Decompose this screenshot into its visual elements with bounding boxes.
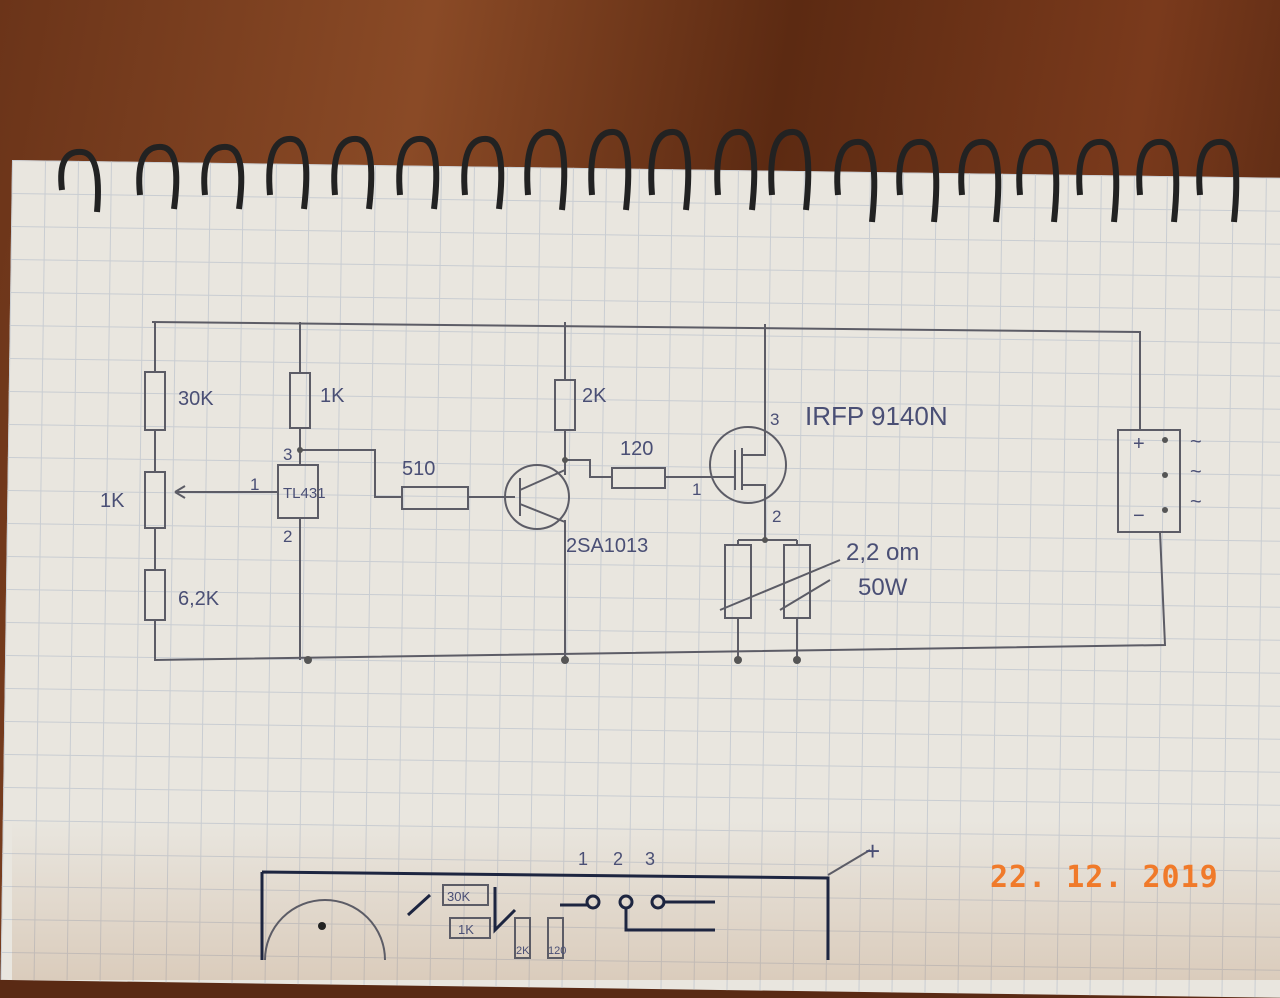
resistor-1k [289,372,311,429]
label-mosfet-pin1: 1 [692,480,701,499]
potentiometer-1k [144,471,166,529]
label-1k: 1K [320,385,345,407]
board-r-1k: 1K [458,922,474,937]
load-resistor-1 [724,544,752,619]
label-120: 120 [620,438,653,460]
camera-date-stamp: 22. 12. 2019 [990,860,1219,895]
bridge-ac-2: ~ [1190,461,1202,483]
label-load-ohms: 2,2 om [846,539,919,566]
resistor-510 [401,486,469,510]
board-layout-sketch: 1 2 3 + 30K 1K 2K 120 [260,836,880,960]
resistor-6k2 [144,569,166,621]
label-2k: 2K [582,385,607,407]
board-pin-1: 1 [578,849,588,869]
label-30k: 30K [178,388,214,410]
board-plus: + [865,836,880,866]
label-510: 510 [402,458,435,480]
spiral-binding [58,129,1240,223]
label-load-watts: 50W [858,574,908,601]
label-ic-pin2: 2 [283,527,292,546]
board-r-30k: 30K [447,889,470,904]
label-tl431: TL431 [283,485,326,502]
board-pin-2: 2 [613,849,623,869]
wires [151,321,1167,662]
resistor-120 [611,467,666,489]
resistor-2k [554,379,576,431]
label-6k2: 6,2K [178,588,220,610]
resistor-30k [144,371,166,431]
mosfet-irfp9140n [709,426,787,504]
transistor-2sa1013 [504,464,570,530]
board-r-120: 120 [548,945,566,957]
label-mosfet-pin3: 3 [770,410,779,429]
label-ic-pin3: 3 [283,445,292,464]
bridge-ac-1: ~ [1190,431,1202,453]
schematic-drawing: 30K 1K 6,2K 1K TL431 1 2 3 510 2K 2SA101… [58,129,1240,960]
label-pot-1k: 1K [100,490,125,512]
paper-shadow [12,820,1280,980]
label-mosfet-pin2: 2 [772,507,781,526]
label-ic-pin1: 1 [250,475,259,494]
tl431-ic [277,464,319,519]
bridge-minus: − [1133,505,1145,527]
label-2sa1013: 2SA1013 [566,535,648,557]
diode-bridge [1117,429,1181,533]
board-pin-3: 3 [645,849,655,869]
board-r-2k: 2K [516,945,530,957]
load-resistor-2 [783,544,811,619]
bridge-plus: + [1133,433,1145,455]
junction-dots [297,437,1168,664]
label-irfp9140n: IRFP 9140N [805,401,948,431]
bridge-ac-3: ~ [1190,491,1202,513]
